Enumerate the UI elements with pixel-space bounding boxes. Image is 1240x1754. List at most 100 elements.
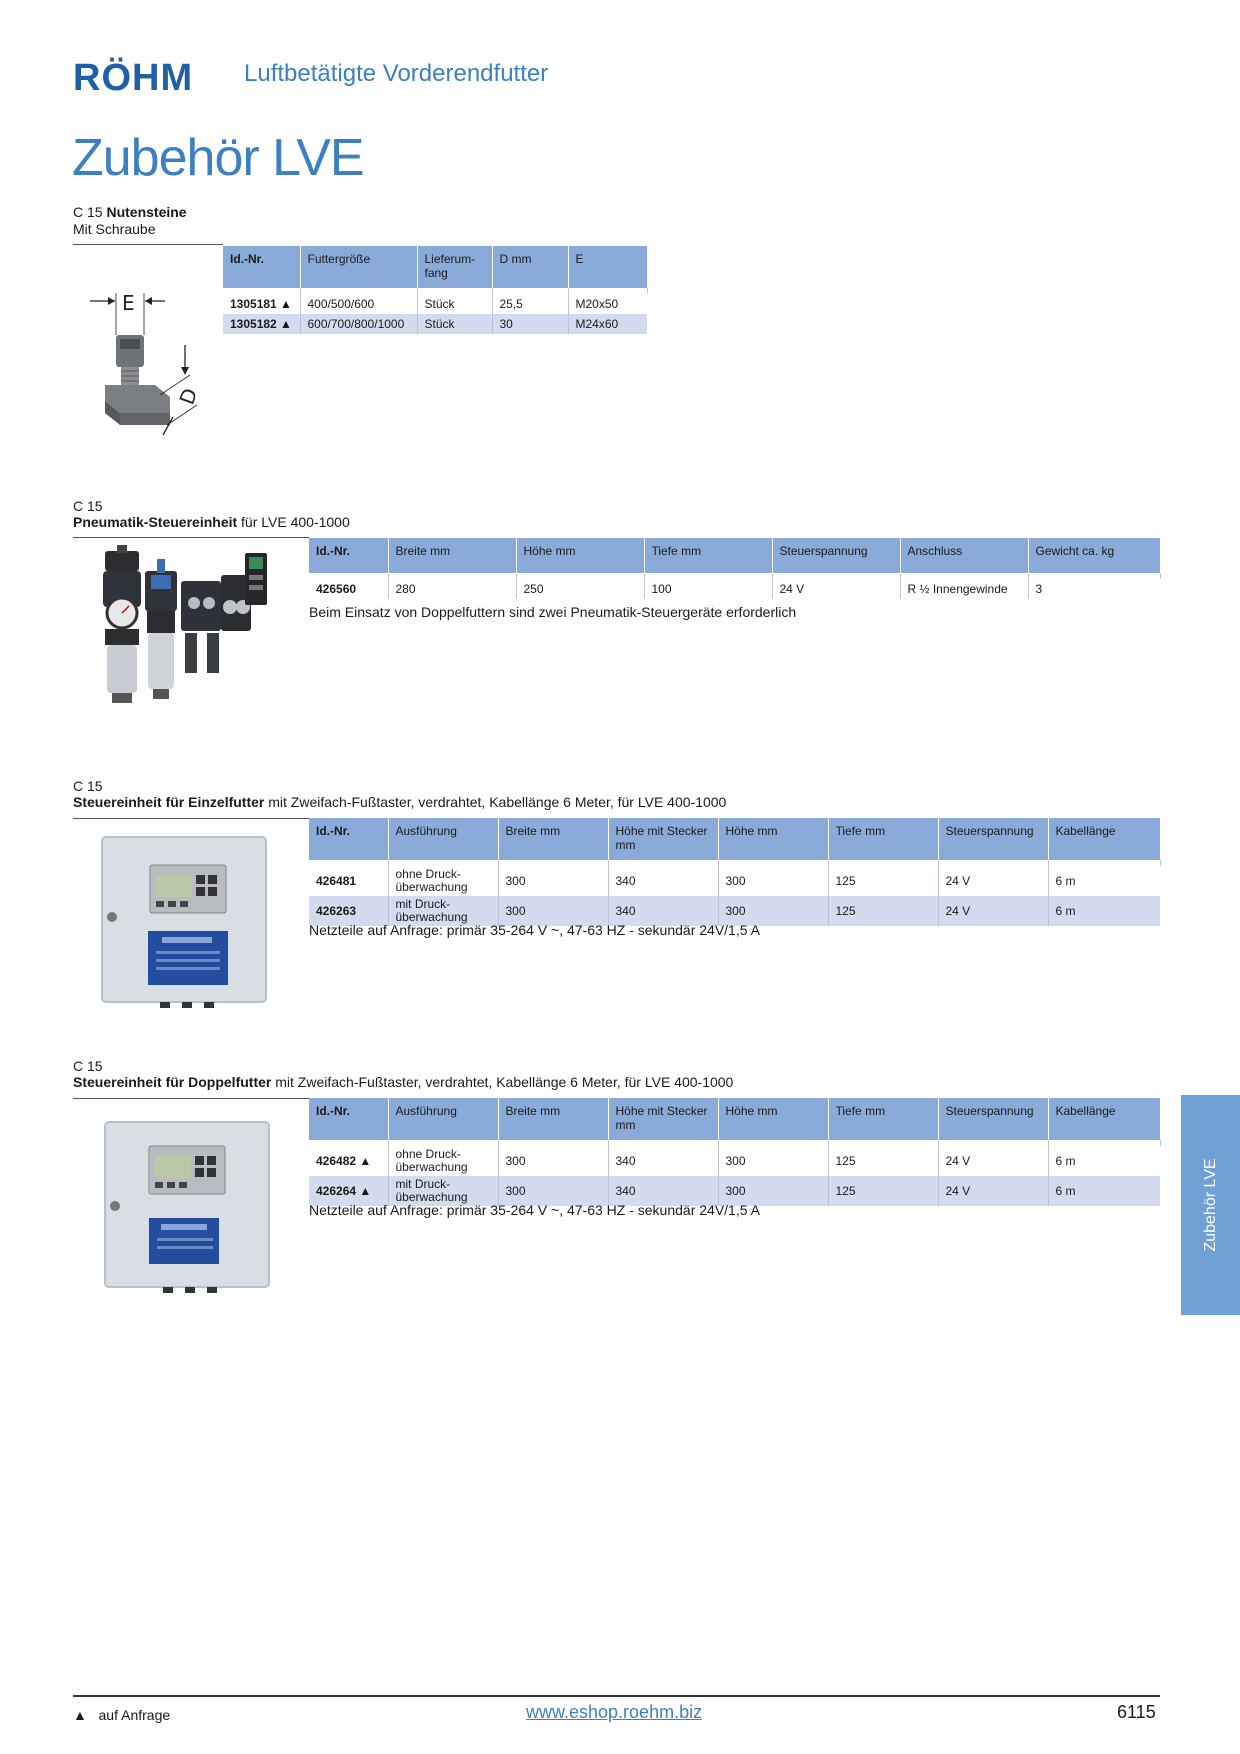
cell: 426481	[309, 866, 389, 896]
section-2-title-rest: für LVE 400-1000	[237, 514, 350, 530]
cell: 6 m	[1055, 873, 1076, 888]
col-header: Kabellänge	[1048, 818, 1160, 860]
cell: ohne Druck-überwachung	[388, 1146, 499, 1176]
col-header: Lieferum-fang	[417, 246, 493, 288]
table-row: 426264 ▲ mit Druck-überwachung 300 340 3…	[309, 1176, 1160, 1206]
section-2-title-bold: Pneumatik-Steuereinheit	[73, 514, 238, 530]
cell: 125	[828, 1176, 939, 1206]
cell: 24 V	[938, 896, 1049, 926]
page-number: 6115	[1117, 1702, 1156, 1722]
col-header: D mm	[492, 246, 569, 288]
section-3-title: Steuereinheit für Einzelfutter mit Zweif…	[73, 794, 726, 810]
cell: 340	[608, 1146, 719, 1176]
section-4-rule	[73, 1098, 309, 1099]
section-1-subline: Mit Schraube	[73, 221, 156, 237]
cell: mit Druck-überwachung	[388, 896, 499, 926]
col-header: Steuerspannung	[938, 818, 1049, 860]
section-3-rule	[73, 818, 309, 819]
col-header: Id.-Nr.	[309, 538, 389, 573]
section-3-title-bold: Steuereinheit für Einzelfutter	[73, 794, 265, 810]
cell: 6 m	[1048, 1176, 1160, 1206]
section-4-title: Steuereinheit für Doppelfutter mit Zweif…	[73, 1074, 733, 1090]
cell: 426560	[309, 579, 389, 599]
col-header: Höhe mm	[718, 818, 829, 860]
table-row: 426560 280 250 100 24 V R ½ Innengewinde…	[309, 579, 1160, 599]
cell: 25,5	[492, 294, 569, 314]
col-header: Breite mm	[498, 818, 609, 860]
cell: 400/500/600	[300, 294, 418, 314]
logo-text: RÖHM	[73, 56, 193, 96]
eshop-link[interactable]: www.eshop.roehm.biz	[526, 1702, 703, 1722]
col-header: Id.-Nr.	[309, 818, 389, 860]
col-header: Ausführung	[388, 818, 499, 860]
table-row: 426482 ▲ ohne Druck-überwachung 300 340 …	[309, 1146, 1160, 1176]
cell: 300	[498, 896, 609, 926]
cell: 426482 ▲	[309, 1146, 389, 1176]
col-header: Höhe mm	[516, 538, 645, 573]
col-header: Breite mm	[388, 538, 517, 573]
section-2-title: Pneumatik-Steuereinheit für LVE 400-1000	[73, 514, 350, 530]
table-header-row: Id.-Nr. Futtergröße Lieferum-fang D mm E	[223, 246, 647, 288]
col-header: E	[568, 246, 647, 288]
col-header: Id.-Nr.	[223, 246, 301, 288]
dimension-d-label: D	[174, 385, 202, 408]
cell: ohne Druck-überwachung	[388, 866, 499, 896]
col-header: Tiefe mm	[828, 818, 939, 860]
cell: M24x60	[568, 314, 647, 334]
single-control-unit-table: Id.-Nr. Ausführung Breite mm Höhe mit St…	[309, 818, 1161, 926]
table-row: 1305181 ▲ 400/500/600 Stück 25,5 M20x50	[223, 294, 647, 314]
cell: 125	[828, 896, 939, 926]
cell: 300	[718, 866, 829, 896]
cell: 300	[718, 1176, 829, 1206]
cell: 1305181 ▲	[223, 294, 301, 314]
section-4-title-bold: Steuereinheit für Doppelfutter	[73, 1074, 272, 1090]
cell: 426263	[309, 896, 389, 926]
section-3-category: C 15	[73, 778, 103, 794]
table-header-row: Id.-Nr. Breite mm Höhe mm Tiefe mm Steue…	[309, 538, 1160, 573]
col-header: Gewicht ca. kg	[1028, 538, 1160, 573]
cell: 30	[492, 314, 569, 334]
double-control-unit-table: Id.-Nr. Ausführung Breite mm Höhe mit St…	[309, 1098, 1161, 1206]
section-2-category: C 15	[73, 498, 103, 514]
cell: 300	[718, 1146, 829, 1176]
cell: 340	[608, 1176, 719, 1206]
col-header: Futtergröße	[300, 246, 418, 288]
pneumatic-unit-image	[103, 545, 267, 703]
table-row: 426263 mit Druck-überwachung 300 340 300…	[309, 896, 1160, 926]
side-tab[interactable]: Zubehör LVE	[1181, 1095, 1240, 1315]
cell: 3	[1035, 581, 1043, 596]
cell: 125	[828, 1146, 939, 1176]
cell: 600/700/800/1000	[300, 314, 418, 334]
section-4-title-rest: mit Zweifach-Fußtaster, verdrahtet, Kabe…	[271, 1074, 734, 1090]
cell: 6 m	[1048, 896, 1160, 926]
col-header: Ausführung	[388, 1098, 499, 1140]
table-header-row: Id.-Nr. Ausführung Breite mm Höhe mit St…	[309, 1098, 1160, 1140]
cell: R ½ Innengewinde	[900, 579, 1029, 599]
cell: 6 m	[1055, 1153, 1076, 1168]
col-header: Steuerspannung	[772, 538, 901, 573]
pneumatic-unit-table: Id.-Nr. Breite mm Höhe mm Tiefe mm Steue…	[309, 538, 1161, 599]
section-4-category: C 15	[73, 1058, 103, 1074]
header-subtitle: Luftbetätigte Vorderendfutter	[244, 60, 549, 87]
cell: 100	[644, 579, 773, 599]
dimension-e-label: E	[122, 291, 135, 315]
section-3-note: Netzteile auf Anfrage: primär 35-264 V ~…	[309, 922, 760, 938]
cell: Stück	[417, 294, 493, 314]
cell: 340	[608, 866, 719, 896]
col-header: Id.-Nr.	[309, 1098, 389, 1140]
roehm-logo: RÖHM	[73, 56, 193, 96]
double-control-unit-image	[104, 1121, 270, 1293]
cell: 340	[608, 896, 719, 926]
cell: 300	[498, 866, 609, 896]
cell: 24 V	[938, 1146, 1049, 1176]
section-2-note: Beim Einsatz von Doppelfuttern sind zwei…	[309, 604, 797, 620]
cell: 125	[828, 866, 939, 896]
cell: 426264 ▲	[309, 1176, 389, 1206]
footer-legend: ▲ auf Anfrage	[73, 1707, 171, 1723]
section-4-note: Netzteile auf Anfrage: primär 35-264 V ~…	[309, 1202, 760, 1218]
table-header-row: Id.-Nr. Ausführung Breite mm Höhe mit St…	[309, 818, 1160, 860]
section-1-category: C 15	[73, 204, 103, 220]
slot-nut-image: E D	[90, 291, 202, 436]
col-header: Höhe mit Stecker mm	[608, 1098, 719, 1140]
table-row: 1305182 ▲ 600/700/800/1000 Stück 30 M24x…	[223, 314, 647, 334]
